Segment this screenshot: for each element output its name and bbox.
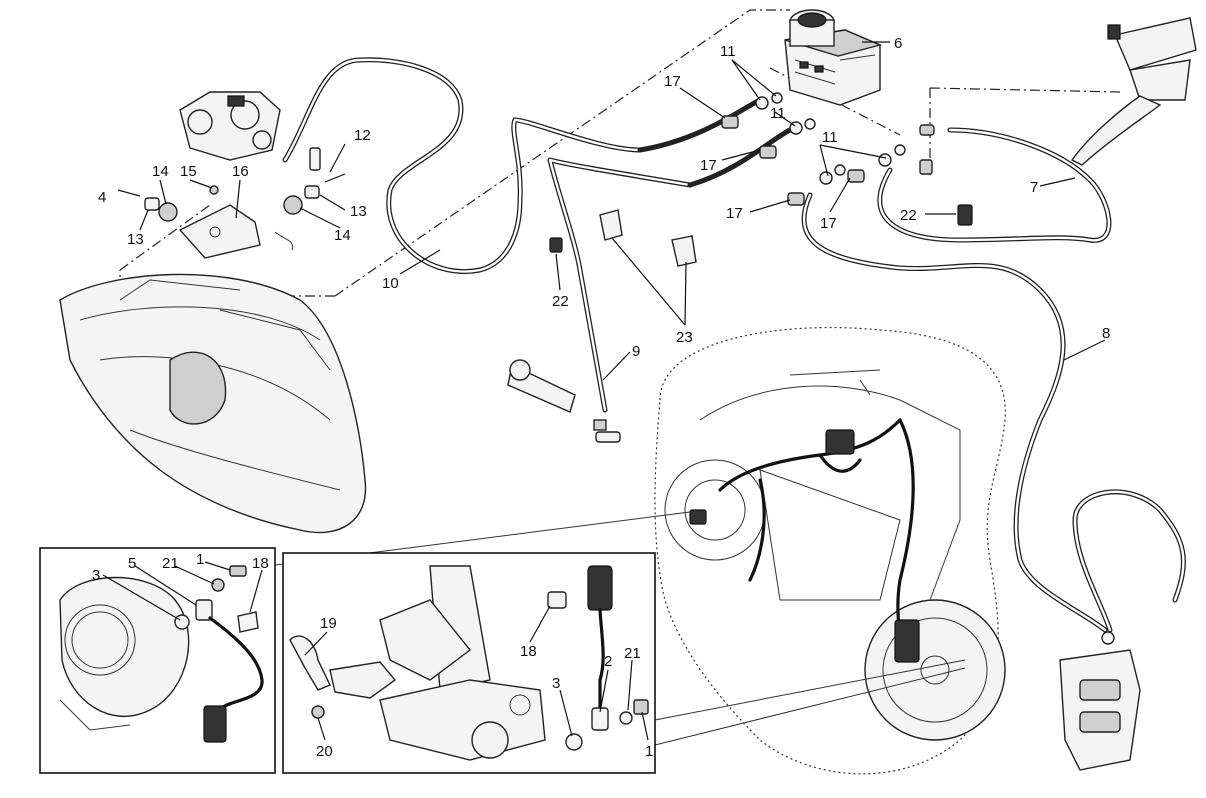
callout-6: 6 <box>894 35 902 52</box>
assembly-guide-lines <box>119 9 1121 297</box>
callout-leader-lines <box>102 41 1106 741</box>
callout-11: 11 <box>720 43 736 60</box>
callout-labels: 6 11 11 11 17 17 17 17 12 13 13 14 14 15… <box>92 35 1110 760</box>
callout-13: 13 <box>350 203 367 220</box>
caliper-bracket-parts <box>117 147 346 259</box>
callout-21: 21 <box>162 555 179 572</box>
abs-modulator-unit <box>784 9 883 106</box>
callout-17: 17 <box>726 205 743 222</box>
callout-5: 5 <box>128 555 136 572</box>
callout-14: 14 <box>152 163 169 180</box>
hose-clips <box>549 204 973 267</box>
banjo-fittings <box>721 92 935 206</box>
callout-17: 17 <box>664 73 681 90</box>
front-brake-master-cylinder <box>1070 17 1197 166</box>
callout-7: 7 <box>1030 179 1038 196</box>
callout-8: 8 <box>1102 325 1110 342</box>
callout-16: 16 <box>232 163 249 180</box>
callout-14: 14 <box>334 227 351 244</box>
callout-10: 10 <box>382 275 399 292</box>
callout-21: 21 <box>624 645 641 662</box>
rear-frame-assembly <box>59 273 367 534</box>
callout-11: 11 <box>770 105 786 122</box>
callout-1: 1 <box>645 743 653 760</box>
callout-2: 2 <box>604 653 612 670</box>
rear-master-cylinder <box>507 359 621 443</box>
callout-22: 22 <box>552 293 569 310</box>
callout-17: 17 <box>700 157 717 174</box>
callout-22: 22 <box>900 207 917 224</box>
callout-12: 12 <box>354 127 371 144</box>
front-brake-caliper <box>1059 631 1141 771</box>
callout-18: 18 <box>520 643 537 660</box>
inset-rear-speed-sensor <box>39 547 276 774</box>
callout-19: 19 <box>320 615 337 632</box>
callout-20: 20 <box>316 743 333 760</box>
callout-3: 3 <box>92 567 100 584</box>
callout-18: 18 <box>252 555 269 572</box>
inset-front-speed-sensor <box>282 552 656 774</box>
brake-lines <box>282 57 1186 633</box>
callout-13: 13 <box>127 231 144 248</box>
callout-23: 23 <box>676 329 693 346</box>
callout-3: 3 <box>552 675 560 692</box>
rear-brake-caliper <box>179 91 281 161</box>
callout-11: 11 <box>822 129 838 146</box>
motorcycle-overview <box>654 326 1006 775</box>
callout-9: 9 <box>632 343 640 360</box>
callout-15: 15 <box>180 163 197 180</box>
callout-1: 1 <box>196 551 204 568</box>
callout-4: 4 <box>98 189 106 206</box>
callout-17: 17 <box>820 215 837 232</box>
